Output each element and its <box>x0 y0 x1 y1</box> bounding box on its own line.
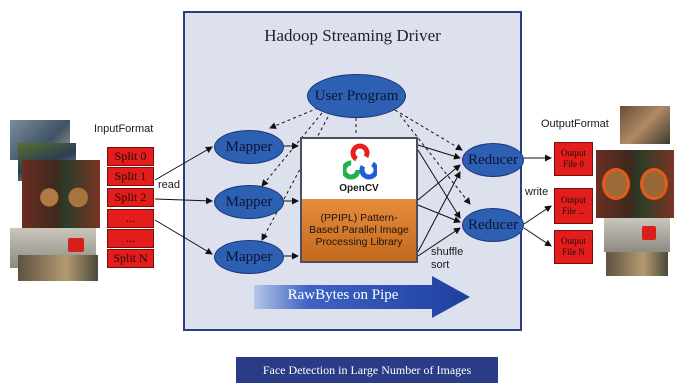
reducer-node-2: Reducer <box>462 208 524 242</box>
face-detection-circle-1 <box>602 168 630 200</box>
driver-title: Hadoop Streaming Driver <box>264 26 441 45</box>
opencv-logo-icon <box>343 143 377 180</box>
face-detection-circle-2 <box>640 168 668 200</box>
write-arrow-3 <box>523 227 552 247</box>
read-label: read <box>158 179 181 191</box>
output-file-n: Output File N <box>554 230 593 264</box>
output-format-label: OutputFormat <box>541 118 609 130</box>
split-ellipsis-2: ... <box>107 229 154 248</box>
read-arrow-2 <box>154 197 213 205</box>
input-photo-5 <box>18 255 98 281</box>
rawbytes-label: RawBytes on Pipe <box>287 287 399 303</box>
write-label: write <box>525 186 549 198</box>
shuffle-label: shuffle <box>431 246 464 258</box>
output-photo-4 <box>606 252 668 276</box>
write-arrow-2 <box>523 205 552 225</box>
user-program-node: User Program <box>307 74 406 118</box>
split-ellipsis-1: ... <box>107 209 154 228</box>
ppipl-label: (PPIPL) Pattern-Based Parallel Image Pro… <box>302 199 416 261</box>
reducer-node-1: Reducer <box>462 143 524 177</box>
output-file-0: Output File 0 <box>554 142 593 176</box>
output-photo-3 <box>604 218 670 252</box>
split-0: Split 0 <box>107 147 154 166</box>
input-photo-faces <box>22 160 100 228</box>
mapper-node-2: Mapper <box>214 185 284 219</box>
split-n: Split N <box>107 249 154 268</box>
diagram-caption: Face Detection in Large Number of Images <box>236 357 498 383</box>
mapper-node-3: Mapper <box>214 240 284 274</box>
read-arrow-1 <box>154 146 213 181</box>
read-arrow-3 <box>154 219 213 255</box>
split-2: Split 2 <box>107 188 154 207</box>
rawbytes-pipe-arrow <box>254 276 470 318</box>
output-file-ellipsis: Output File ... <box>554 188 593 224</box>
split-1: Split 1 <box>107 167 154 186</box>
output-photo-1 <box>620 106 670 144</box>
output-photo-faces <box>596 150 674 218</box>
input-format-label: InputFormat <box>94 123 154 135</box>
mapper-node-1: Mapper <box>214 130 284 164</box>
opencv-logo-text: OpenCV <box>339 183 379 194</box>
ppipl-library-box: OpenCV (PPIPL) Pattern-Based Parallel Im… <box>300 137 418 263</box>
sort-label: sort <box>431 259 450 271</box>
